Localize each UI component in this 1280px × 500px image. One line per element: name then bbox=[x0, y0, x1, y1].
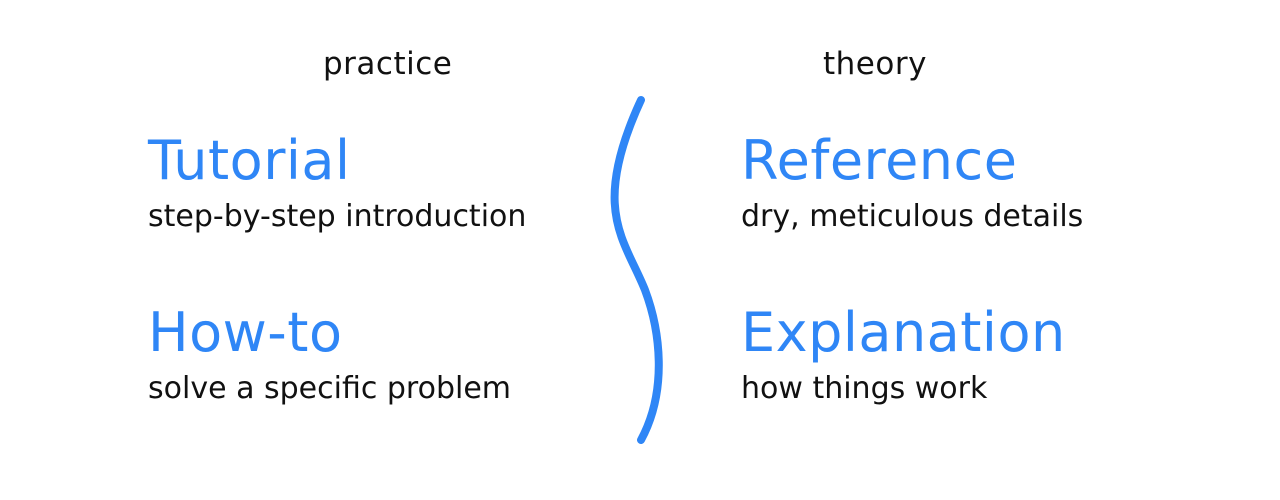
theory-column-label: theory bbox=[823, 46, 927, 82]
tutorial-quadrant: Tutorial step-by-step introduction bbox=[148, 134, 526, 232]
reference-quadrant: Reference dry, meticulous details bbox=[741, 134, 1083, 232]
tutorial-title: Tutorial bbox=[148, 129, 351, 192]
explanation-quadrant: Explanation how things work bbox=[741, 306, 1066, 404]
howto-quadrant: How-to solve a specific problem bbox=[148, 306, 511, 404]
reference-description: dry, meticulous details bbox=[741, 199, 1084, 234]
curved-divider-line bbox=[610, 96, 663, 444]
tutorial-description: step-by-step introduction bbox=[148, 199, 527, 234]
howto-description: solve a specific problem bbox=[148, 371, 512, 406]
explanation-description: how things work bbox=[741, 371, 988, 406]
explanation-title: Explanation bbox=[741, 301, 1066, 364]
reference-title: Reference bbox=[741, 129, 1018, 192]
practice-column-label: practice bbox=[323, 46, 453, 82]
howto-title: How-to bbox=[148, 301, 343, 364]
